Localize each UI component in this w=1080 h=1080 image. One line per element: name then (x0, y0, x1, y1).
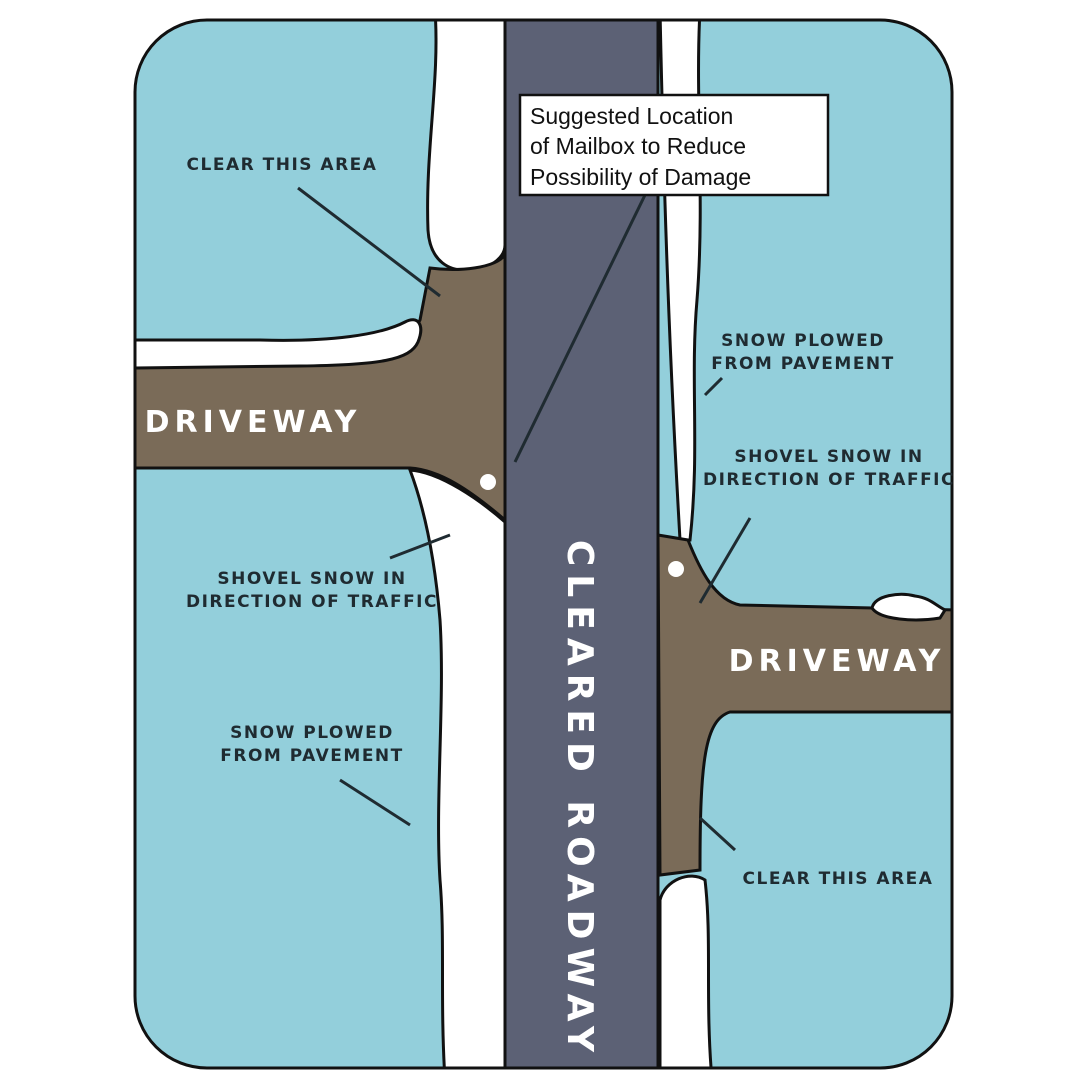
label-shovel-left-2: DIRECTION OF TRAFFIC (186, 592, 438, 612)
driveway-right (656, 533, 952, 877)
label-clear-area-bottom: CLEAR THIS AREA (743, 869, 934, 889)
label-cleared-roadway: CLEARED ROADWAY (559, 540, 600, 1060)
snow-strip-left (135, 318, 423, 370)
label-shovel-left-1: SHOVEL SNOW IN (217, 569, 406, 589)
mailbox-marker-left (480, 474, 496, 490)
snow-blob (870, 592, 948, 622)
label-driveway-left: DRIVEWAY (145, 405, 362, 440)
mailbox-marker-right (668, 561, 684, 577)
callout-line-3: Possibility of Damage (530, 164, 751, 190)
label-clear-area-top: CLEAR THIS AREA (187, 155, 378, 175)
label-shovel-right-2: DIRECTION OF TRAFFIC (703, 470, 955, 490)
label-shovel-right-1: SHOVEL SNOW IN (734, 447, 923, 467)
snow-bank-right-bottom (658, 874, 714, 1068)
leader-lines (297, 186, 752, 852)
label-plowed-right-1: SNOW PLOWED (721, 331, 885, 351)
snow-bank-left-top (426, 20, 507, 272)
label-driveway-right: DRIVEWAY (729, 644, 946, 679)
label-plowed-right-2: FROM PAVEMENT (711, 354, 895, 374)
label-plowed-left-2: FROM PAVEMENT (220, 746, 404, 766)
snow-bank-left-bottom (407, 468, 507, 1068)
callout-line-1: Suggested Location (530, 103, 733, 129)
callout-line-2: of Mailbox to Reduce (530, 133, 746, 159)
frame (133, 18, 954, 1070)
label-plowed-left-1: SNOW PLOWED (230, 723, 394, 743)
mailbox-callout-box (518, 93, 830, 197)
